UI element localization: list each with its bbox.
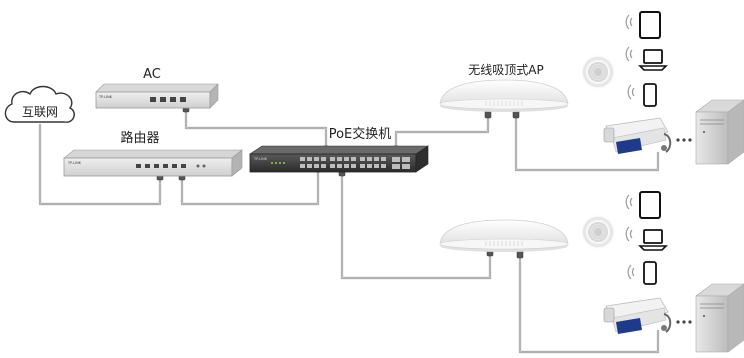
phone-icon [643, 83, 657, 107]
ceiling-ap-1: 无线吸顶式AP [439, 63, 569, 112]
phone-icon [643, 261, 657, 285]
ac-controller: AC TP-LINK [95, 67, 219, 109]
ellipsis-dots [676, 138, 692, 324]
tablet-icon [639, 191, 661, 219]
tablet-icon [639, 11, 661, 39]
router-brand-badge: TP-LINK [67, 161, 82, 165]
ac-brand-badge: TP-LINK [98, 95, 113, 99]
cable-ac-switch [184, 110, 328, 150]
cloud-icon [4, 85, 75, 123]
switch-ports [300, 157, 410, 169]
internet-cloud: 互联网 [4, 85, 75, 123]
poe-switch-front-panel [249, 153, 417, 173]
wifi-icon [627, 264, 635, 280]
cables-inner [39, 110, 659, 353]
wireless-ripple-icon [580, 214, 616, 250]
wifi-icon [627, 84, 635, 100]
ac-label: AC [143, 67, 161, 82]
switch-leds [271, 162, 285, 164]
laptop-icon [638, 229, 668, 251]
camera-icon [603, 297, 672, 334]
wifi-icon [625, 14, 633, 30]
internet-label: 互联网 [22, 105, 58, 119]
server-icon [695, 283, 744, 353]
wifi-icon [625, 46, 633, 62]
router-label: 路由器 [120, 130, 159, 146]
wifi-icon [625, 226, 633, 242]
poe-switch-label: PoE交换机 [329, 126, 392, 142]
wifi-icon [625, 194, 633, 210]
wireless-ripple-icon [580, 54, 616, 90]
client-devices-bottom [625, 191, 668, 285]
ceiling-ap-2 [439, 219, 569, 252]
server-icon [695, 99, 744, 165]
router: 路由器 TP-LINK [63, 130, 243, 177]
client-devices-top [625, 11, 668, 107]
poe-switch: PoE交换机 TP-LINK [249, 126, 429, 173]
ceiling-ap-label: 无线吸顶式AP [468, 63, 543, 77]
laptop-icon [638, 49, 668, 71]
camera-icon [603, 117, 672, 154]
switch-brand-badge: TP-LINK [253, 157, 268, 161]
